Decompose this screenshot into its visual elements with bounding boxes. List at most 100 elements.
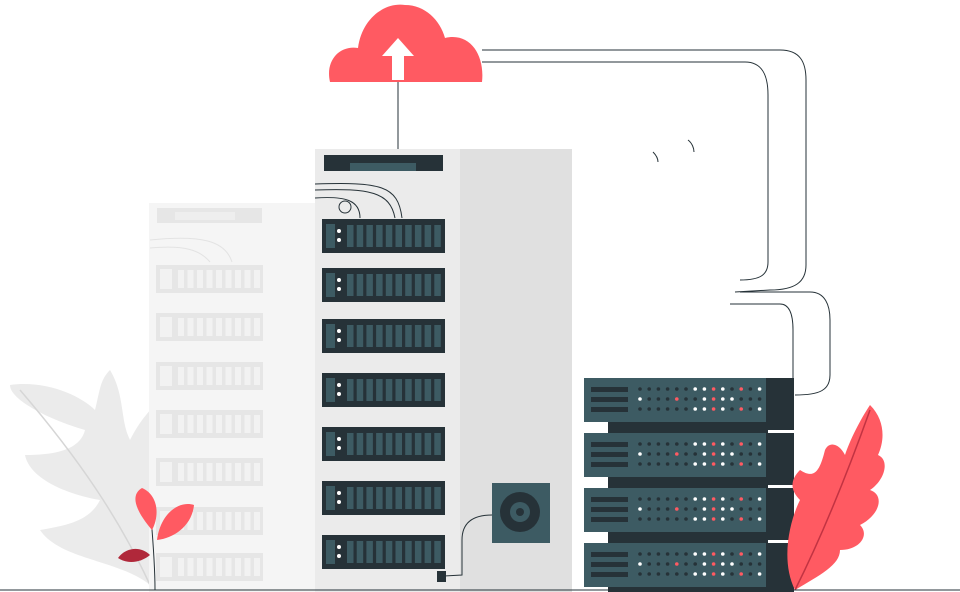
drive-bay <box>216 318 222 336</box>
server-unit <box>322 373 445 407</box>
unit-frame <box>322 373 445 407</box>
status-led <box>675 517 679 521</box>
status-led <box>684 572 688 576</box>
status-led <box>748 497 753 501</box>
status-led <box>693 462 697 466</box>
status-led <box>702 452 707 456</box>
drive-bay <box>395 225 402 247</box>
led-light <box>337 446 341 450</box>
unit-base <box>608 473 768 491</box>
drive-bay <box>187 512 194 530</box>
drive-bay <box>197 318 203 336</box>
drive-bay <box>366 379 373 401</box>
vent-slot <box>591 572 628 577</box>
drive-bay <box>225 512 232 530</box>
status-led <box>665 562 670 566</box>
drive-bay <box>366 433 373 455</box>
status-led <box>730 507 734 511</box>
unit-panel <box>160 462 172 482</box>
drive-bay <box>187 270 194 288</box>
status-led <box>711 452 716 456</box>
status-led <box>693 517 697 521</box>
status-led <box>730 572 734 576</box>
status-led <box>675 442 679 446</box>
unit-side <box>766 378 794 430</box>
drive-bay <box>178 367 184 385</box>
led-light <box>337 392 341 396</box>
status-led <box>711 497 716 501</box>
status-led <box>638 497 642 501</box>
status-led <box>748 517 753 521</box>
unit-frame <box>322 319 445 353</box>
drive-bay <box>206 558 213 576</box>
status-led <box>739 497 743 501</box>
drive-bay <box>414 487 422 509</box>
faded-server-unit <box>156 410 263 438</box>
status-led <box>730 562 734 566</box>
status-led <box>647 452 651 456</box>
status-led <box>684 387 688 391</box>
status-led <box>665 407 670 411</box>
drive-bay <box>366 487 373 509</box>
drive-bay <box>405 487 412 509</box>
unit-panel <box>160 414 172 434</box>
status-led <box>730 462 734 466</box>
status-led <box>748 507 753 511</box>
status-led <box>656 552 661 556</box>
drive-bay <box>385 487 393 509</box>
drive-bay <box>356 487 364 509</box>
drive-bay <box>424 225 432 247</box>
drive-bay <box>376 274 383 296</box>
status-led <box>656 397 661 401</box>
drive-bay <box>434 379 441 401</box>
status-led <box>711 572 716 576</box>
drive-bay <box>178 318 184 336</box>
status-led <box>638 442 642 446</box>
cloud-upload-icon <box>329 4 483 149</box>
drive-bay <box>347 325 354 347</box>
drive-bay <box>187 415 194 433</box>
server-unit <box>322 319 445 353</box>
led-light <box>337 238 341 242</box>
cooling-fan <box>437 483 550 582</box>
status-led <box>638 397 642 401</box>
unit-frame <box>322 427 445 461</box>
led-light <box>337 554 341 558</box>
led-light <box>337 491 341 495</box>
drive-bay <box>197 512 203 530</box>
drive-bay <box>414 379 422 401</box>
faded-server-unit <box>156 362 263 390</box>
status-led <box>638 452 642 456</box>
status-led <box>675 572 679 576</box>
status-led <box>757 517 762 521</box>
status-led <box>675 452 679 456</box>
status-led <box>711 407 716 411</box>
status-led <box>748 387 753 391</box>
rack-server-unit <box>584 488 794 546</box>
status-led <box>647 572 651 576</box>
status-led <box>693 497 697 501</box>
status-led <box>721 442 725 446</box>
status-led <box>702 387 707 391</box>
drive-bay <box>178 415 184 433</box>
drive-bay <box>187 367 194 385</box>
server-unit <box>322 268 445 302</box>
status-led <box>675 497 679 501</box>
unit-panel <box>326 432 335 456</box>
status-led <box>647 562 651 566</box>
status-led <box>693 562 697 566</box>
drive-bay <box>414 433 422 455</box>
status-led <box>739 462 743 466</box>
status-led <box>748 452 753 456</box>
drive-bay <box>197 558 203 576</box>
status-led <box>730 517 734 521</box>
vent-slot <box>591 562 628 567</box>
drive-bay <box>434 433 441 455</box>
drive-bay <box>244 463 251 481</box>
drive-bay <box>405 325 412 347</box>
drive-bay <box>414 225 422 247</box>
led-light <box>337 383 341 387</box>
unit-panel <box>160 557 172 577</box>
drive-bay <box>414 541 422 563</box>
drive-bay <box>206 318 213 336</box>
